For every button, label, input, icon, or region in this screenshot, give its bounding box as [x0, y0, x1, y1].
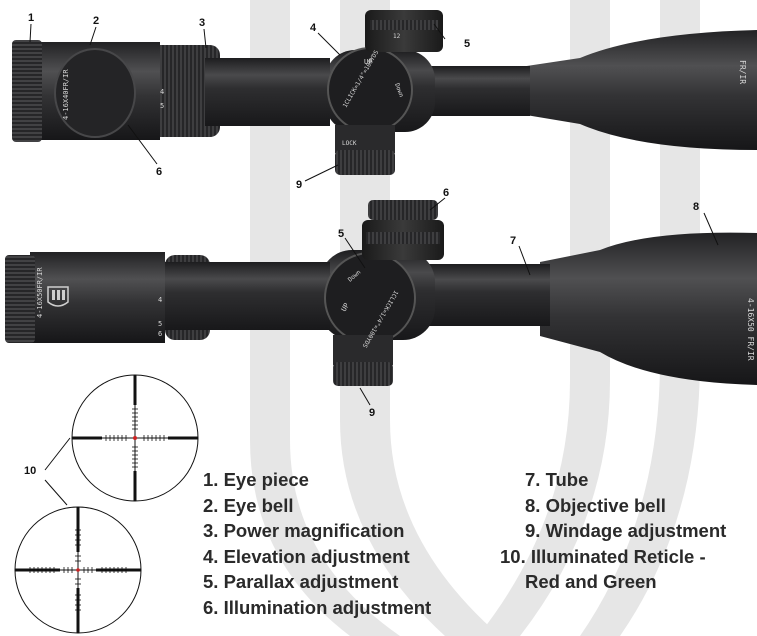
bottom-mag-4: 4	[158, 296, 162, 304]
callout-7: 7	[510, 235, 516, 247]
callout-3: 3	[199, 17, 205, 29]
legend-item-10: 10. Illuminated Reticle -	[500, 545, 706, 567]
legend-item-5: 5. Parallax adjustment	[203, 571, 399, 592]
top-eyepiece	[12, 40, 42, 142]
legend-item-1: 1. Eye piece	[203, 469, 309, 490]
top-scope: 4-16X40FR/IR FR/IR 1CLICK=1/4"=100YDS UP…	[12, 10, 757, 175]
callout-2: 2	[93, 15, 99, 27]
bottom-illumination-knob	[368, 200, 438, 220]
legend-item-8: 8. Objective bell	[525, 494, 666, 516]
top-turret-down: Down	[393, 82, 405, 98]
callout-10: 10	[24, 465, 36, 477]
legend-left: 1. Eye piece 2. Eye bell 3. Power magnif…	[203, 467, 431, 620]
bottom-scope: 4-16X50FR/IR 4-16X50 FR/IR 1CLICK=1/4"=1…	[5, 200, 757, 386]
legend-item-6: 6. Illumination adjustment	[203, 596, 432, 618]
callout-8: 8	[693, 201, 699, 213]
brand-logo	[47, 286, 69, 307]
bottom-mag-5: 5	[158, 320, 162, 328]
callout-lines	[29, 23, 719, 506]
reticle-top	[71, 374, 199, 502]
top-tube	[420, 66, 530, 116]
bottom-mag-ring	[150, 262, 330, 330]
legend-item-10-cont: Red and Green	[525, 571, 657, 592]
top-model-engraving: 4-16X40FR/IR	[62, 69, 70, 120]
legend-right: 7. Tube 8. Objective bell 9. Windage adj…	[500, 467, 726, 595]
bottom-turret-up: UP	[340, 302, 351, 313]
top-mag-5: 5	[160, 102, 164, 110]
bottom-objective-engraving: 4-16X50 FR/IR	[746, 298, 755, 361]
callout-1: 1	[28, 12, 34, 24]
top-lock-engraving: LOCK	[342, 140, 357, 147]
callout-4: 4	[310, 22, 317, 34]
bottom-eyepiece	[5, 255, 35, 343]
top-parallax-knob	[365, 10, 443, 52]
legend-item-4: 4. Elevation adjustment	[203, 545, 410, 567]
bottom-eye-bell	[30, 252, 165, 343]
bottom-windage-body	[333, 335, 393, 365]
callout-9-top: 9	[296, 179, 302, 191]
callout-9-bottom: 9	[369, 407, 375, 419]
callout-5-bottom: 5	[338, 228, 344, 240]
bottom-windage-knob	[333, 362, 393, 386]
reticle-bottom	[14, 506, 142, 634]
top-objective-bell	[520, 30, 757, 150]
top-power-ring	[150, 45, 220, 137]
top-objective-engraving: FR/IR	[738, 60, 747, 84]
top-illumination-cap	[54, 48, 136, 138]
top-windage-body	[335, 125, 395, 153]
legend-item-9: 9. Windage adjustment	[525, 520, 727, 541]
bottom-model-engraving: 4-16X50FR/IR	[36, 267, 44, 318]
legend-item-7: 7. Tube	[525, 469, 589, 490]
callout-6-bottom: 6	[443, 187, 449, 199]
top-turret-up: UP	[364, 58, 372, 66]
bottom-objective-bell	[540, 232, 757, 385]
top-mag-ring	[205, 58, 330, 126]
top-windage-knob	[335, 150, 395, 175]
callout-5-top: 5	[464, 38, 470, 50]
legend-item-3: 3. Power magnification	[203, 520, 405, 541]
top-mag-4: 4	[160, 88, 164, 96]
legend-item-2: 2. Eye bell	[203, 494, 294, 516]
bottom-mag-6: 6	[158, 330, 162, 338]
bottom-tube	[420, 264, 550, 326]
top-ill-12: 12	[393, 33, 401, 40]
callout-6-top: 6	[156, 166, 162, 178]
